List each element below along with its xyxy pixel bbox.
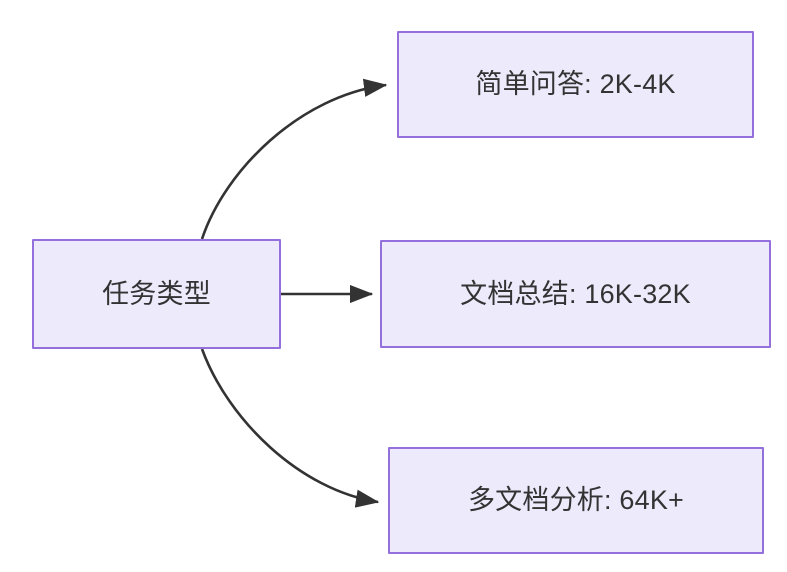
node-label: 文档总结: 16K-32K [460,278,691,309]
node-task-type[interactable]: 任务类型 [32,239,281,349]
node-doc-summary[interactable]: 文档总结: 16K-32K [380,240,771,348]
node-multi-doc[interactable]: 多文档分析: 64K+ [388,447,764,554]
edge-root-to-simple-qa [200,78,388,240]
node-label: 多文档分析: 64K+ [467,485,684,516]
edge-root-to-multi-doc [200,348,380,508]
node-label: 任务类型 [102,278,211,309]
node-simple-qa[interactable]: 简单问答: 2K-4K [397,31,754,138]
node-label: 简单问答: 2K-4K [475,69,676,100]
